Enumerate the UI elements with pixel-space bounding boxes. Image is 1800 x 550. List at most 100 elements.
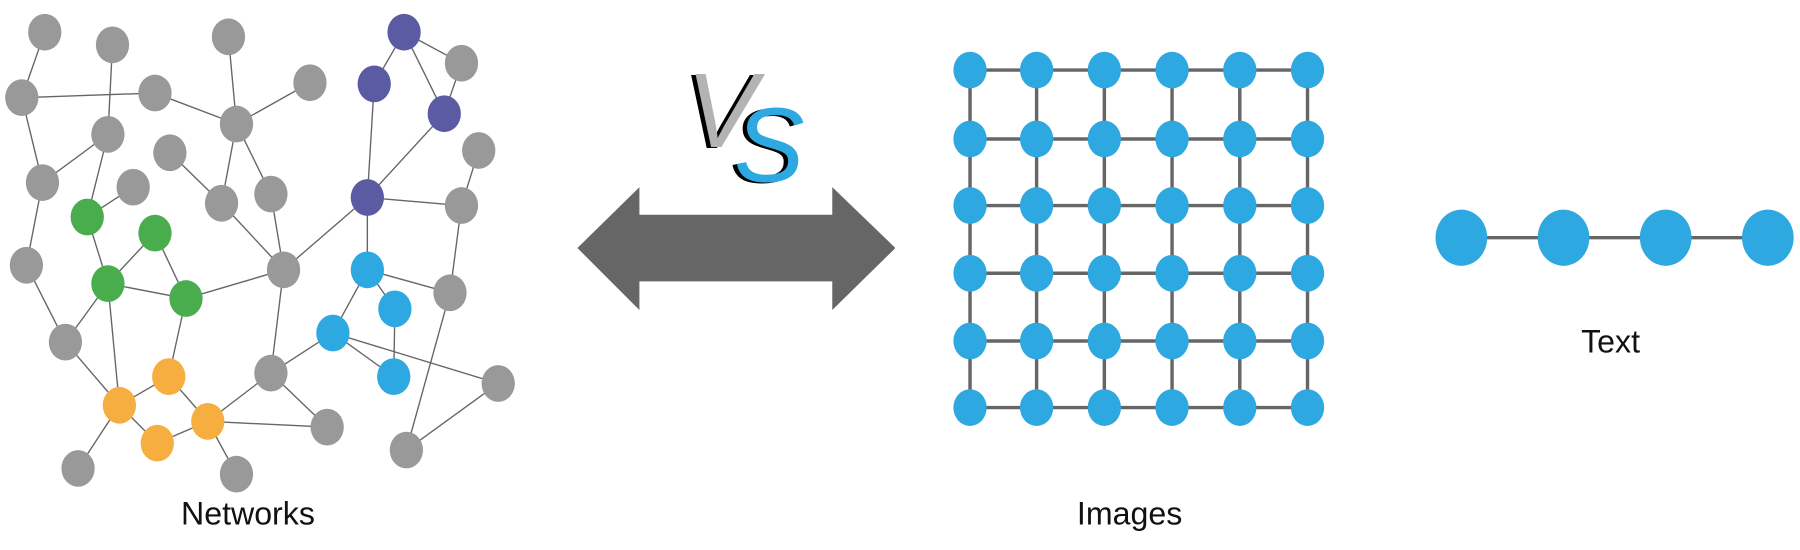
grid-node — [1019, 187, 1054, 224]
grid-node — [1087, 187, 1121, 224]
chain-node — [1435, 209, 1488, 266]
network-node-gray — [254, 175, 288, 213]
grid-node — [1019, 254, 1054, 292]
double-arrow-icon — [577, 187, 896, 311]
network-node-gray — [219, 105, 254, 143]
network-node-gray — [61, 450, 95, 487]
grid-node — [1087, 120, 1121, 158]
network-node-gray — [28, 13, 62, 51]
network-node-purple — [427, 95, 461, 133]
grid-node — [1223, 187, 1257, 224]
network-edge — [107, 283, 121, 406]
network-node-gray — [219, 455, 254, 493]
network-node-green — [138, 214, 172, 252]
network-edge — [332, 332, 499, 385]
grid-node — [1290, 254, 1325, 292]
network-node-gray — [481, 365, 515, 402]
network-edge — [207, 420, 328, 428]
grid-node — [1223, 51, 1257, 89]
grid-node — [1087, 51, 1121, 89]
grid-node — [1223, 389, 1257, 426]
network-node-green — [70, 198, 104, 236]
network-node-gray — [211, 18, 246, 56]
vs-logo-v: V — [686, 52, 765, 170]
grid-node — [1290, 120, 1325, 158]
grid-node — [1155, 389, 1189, 426]
grid-node — [953, 120, 987, 158]
grid-node — [1019, 322, 1054, 360]
chain-node — [1742, 209, 1794, 266]
grid-node — [1155, 322, 1189, 360]
network-edge — [366, 113, 445, 198]
network-node-gray — [95, 26, 130, 64]
network-edge — [283, 196, 368, 271]
grid-node — [953, 389, 987, 426]
network-edge — [405, 292, 451, 451]
network-node-green — [169, 280, 203, 317]
vs-logo-s: S — [734, 86, 804, 204]
network-node-blue — [350, 251, 384, 289]
grid-node — [1087, 254, 1121, 292]
image-grid-graph — [953, 51, 1325, 426]
network-node-gray — [48, 323, 83, 361]
grid-node — [1019, 51, 1054, 89]
network-node-gray — [444, 187, 479, 224]
label-networks: Networks — [181, 496, 315, 532]
grid-node — [1019, 120, 1054, 158]
grid-node — [1290, 389, 1325, 426]
network-node-gray — [204, 184, 239, 222]
grid-node — [1155, 120, 1189, 158]
network-edge — [21, 92, 155, 99]
network-edge — [405, 382, 499, 451]
grid-node — [953, 254, 987, 292]
network-node-orange — [152, 358, 186, 395]
network-node-gray — [25, 164, 60, 201]
grid-node — [953, 51, 987, 89]
network-node-blue — [378, 290, 412, 328]
network-edge — [185, 269, 284, 300]
network-node-gray — [293, 64, 327, 102]
chain-node — [1639, 209, 1692, 266]
network-node-purple — [350, 179, 384, 216]
grid-node — [1290, 322, 1325, 360]
grid-node — [1223, 254, 1257, 292]
network-node-purple — [357, 65, 391, 103]
text-chain-graph — [1435, 209, 1794, 266]
network-node-gray — [433, 274, 467, 312]
network-node-blue — [377, 358, 411, 395]
network-node-purple — [387, 13, 421, 51]
grid-node — [1155, 187, 1189, 224]
grid-node — [1155, 254, 1189, 292]
network-node-gray — [116, 168, 150, 206]
network-node-gray — [91, 116, 125, 153]
network-node-gray — [462, 132, 496, 169]
grid-node — [953, 187, 987, 224]
chain-node — [1537, 209, 1590, 266]
grid-node — [1019, 389, 1054, 426]
grid-node — [1087, 322, 1121, 360]
grid-node — [1087, 389, 1121, 426]
network-node-gray — [138, 74, 172, 112]
vs-logo: VS — [686, 52, 804, 204]
network-node-gray — [310, 408, 344, 446]
grid-node — [1223, 120, 1257, 158]
network-node-gray — [254, 354, 288, 392]
grid-node — [1290, 187, 1325, 224]
network-graph — [5, 13, 515, 493]
network-node-gray — [153, 134, 187, 172]
network-node-gray — [266, 251, 301, 289]
network-edge — [366, 83, 375, 198]
grid-node — [1155, 51, 1189, 89]
network-node-gray — [5, 79, 39, 117]
network-node-blue — [316, 314, 350, 352]
grid-node — [1290, 51, 1325, 89]
network-node-gray — [9, 246, 44, 284]
label-images: Images — [1077, 496, 1182, 532]
network-node-orange — [102, 386, 137, 424]
network-node-green — [91, 265, 125, 302]
network-node-orange — [140, 424, 174, 462]
network-node-gray — [444, 44, 479, 82]
network-node-orange — [191, 402, 225, 440]
grid-node — [953, 322, 987, 360]
